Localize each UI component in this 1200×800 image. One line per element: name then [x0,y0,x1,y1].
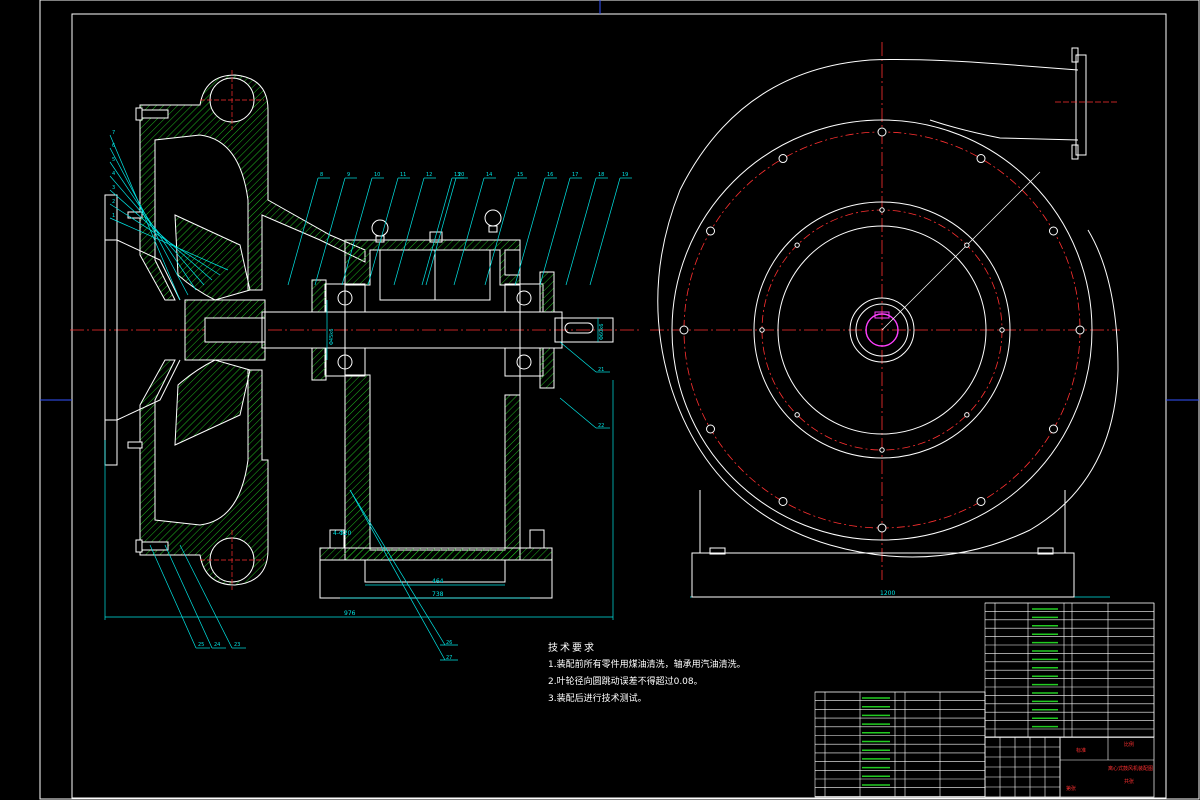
dim-base-inner: 464 [432,578,444,585]
balloon-number: 12 [426,172,432,178]
title-label-sheets: 共张 [1124,778,1134,785]
title-label-scale: 比例 [1124,741,1134,748]
keyway [564,322,594,334]
balloon-number: 15 [517,172,523,178]
base-pocket [364,559,506,583]
balloon-number: 2 [112,199,115,205]
balloon-number: 6 [112,143,115,149]
hub-bore [204,317,266,343]
balloon-number: 10 [374,172,380,178]
balloon-number: 19 [622,172,628,178]
balloon-number: 4 [112,171,115,177]
title-label-sheet: 第张 [1066,785,1076,792]
dim-base-outer: 738 [432,591,444,598]
shaft-output-end [554,317,614,343]
balloon-number: 23 [234,642,240,648]
front-view [650,42,1120,598]
balloon-number: 7 [112,130,115,136]
front-base [691,552,1075,598]
frame-center-ticks [40,0,1199,401]
balloon-number: 1 [112,213,115,219]
lifting-eyes [371,209,502,243]
balloon-number: 22 [598,423,604,429]
section-view: 464 738 976 1200 4-Φ20 Φ60k6 Φ45k6 8 9 10 1… [70,70,1110,661]
base-plate [319,547,553,561]
main-shaft [261,311,563,349]
balloon-number: 24 [214,642,220,648]
balloon-number: 16 [547,172,553,178]
balloon-number: 3 [112,185,115,191]
parts-list-table [814,602,1155,798]
end-cap-left-bottom [311,347,327,381]
balloon-number: 9 [347,172,350,178]
hub-inner [855,303,909,357]
housing-wall-hatch-2 [344,374,521,561]
title-drawing-name: 离心式鼓风机装配图 [1108,765,1153,772]
dim-overall-right: 1200 [880,590,895,597]
title-block: 离心式鼓风机装配图 标准 比例 共张 第张 [1059,736,1155,798]
hub-outer [849,297,915,363]
impeller-outer [753,201,1011,459]
end-cap-right-bottom [539,347,555,389]
end-cap-left-top [311,279,327,313]
balloon-number: 11 [400,172,406,178]
front-bolt-holes [679,127,1085,533]
drawing-frame-inner [71,13,1167,799]
tech-req-item-2: 2.叶轮径向圆跳动误差不得超过0.08。 [548,677,703,687]
end-cap-right-top [539,271,555,313]
technical-requirements: 技术要求 1.装配前所有零件用煤油清洗，轴承用汽油清洗。 2.叶轮径向圆跳动误差… [548,640,746,708]
balloon-number: 17 [572,172,578,178]
inlet-flange-top [104,194,118,241]
dim-shaft-left: Φ45k6 [329,329,335,345]
balloon-number: 27 [446,655,452,661]
casing-bolts [127,107,169,553]
leader-lines [109,134,632,661]
impeller-blades [174,214,251,446]
tech-req-title: 技术要求 [548,643,596,654]
balloon-number: 14 [486,172,492,178]
balloon-number: 25 [198,642,204,648]
balloon-number: 21 [598,367,604,373]
inlet-flange-bottom [104,419,118,466]
tech-req-item-3: 3.装配后进行技术测试。 [548,694,647,704]
inlet-circle [777,225,987,435]
balloon-number: 8 [320,172,323,178]
volute-casing-bottom [139,359,269,586]
balloon-number: 13 [454,172,460,178]
volute-spiral [657,59,1119,558]
balloon-number: 18 [598,172,604,178]
dim-foot: 4-Φ20 [333,530,352,537]
casing-outer-circle [671,119,1093,541]
outlet-flange [1075,54,1087,156]
title-label-standard: 标准 [1076,747,1086,754]
housing-wall-hatch [344,239,521,286]
tech-req-item-1: 1.装配前所有零件用煤油清洗，轴承用汽油清洗。 [548,660,746,670]
shaft-bore [865,313,899,347]
dim-shaft-right: Φ60k6 [599,324,605,340]
dim-overall-left: 976 [344,610,356,617]
balloon-number: 5 [112,157,115,163]
bearing-housing [344,239,521,561]
dimension-texts: 464 738 976 1200 4-Φ20 [333,530,895,617]
balloon-number: 20 [458,172,464,178]
balloon-number: 26 [446,640,452,646]
